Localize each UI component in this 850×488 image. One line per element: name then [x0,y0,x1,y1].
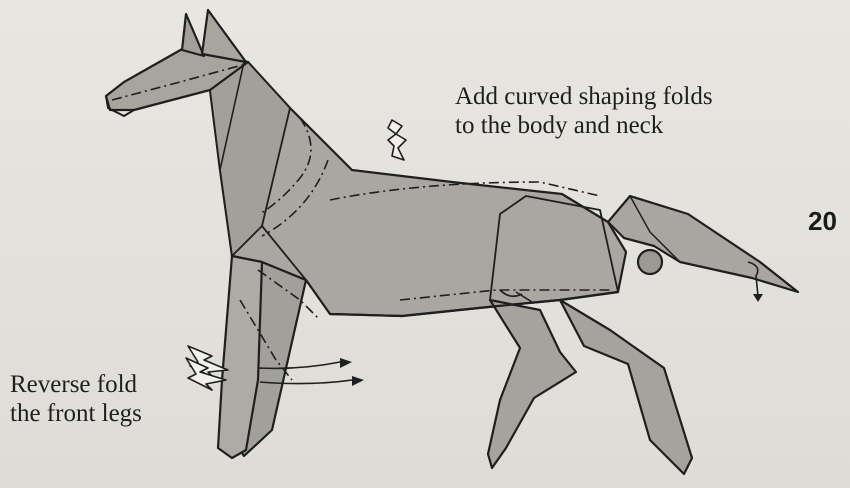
tail-lump [638,250,662,274]
instruction-line: the front legs [10,399,142,428]
instruction-body-neck: Add curved shaping folds to the body and… [455,82,713,140]
hind-leg-near [488,300,576,468]
hind-leg-far [560,300,692,474]
instruction-line: Reverse fold [10,370,142,399]
fold-arrowhead-2 [352,376,364,386]
ear-1 [182,14,204,56]
step-number: 20 [808,206,837,237]
instruction-line: to the body and neck [455,111,713,140]
fold-arrowhead-1 [340,358,352,368]
push-arrow-body [388,120,406,160]
ear-2 [202,10,246,62]
instruction-front-legs: Reverse fold the front legs [10,370,142,428]
instruction-line: Add curved shaping folds [455,82,713,111]
tail-arrowhead [753,294,763,302]
horse-tail [608,196,798,292]
